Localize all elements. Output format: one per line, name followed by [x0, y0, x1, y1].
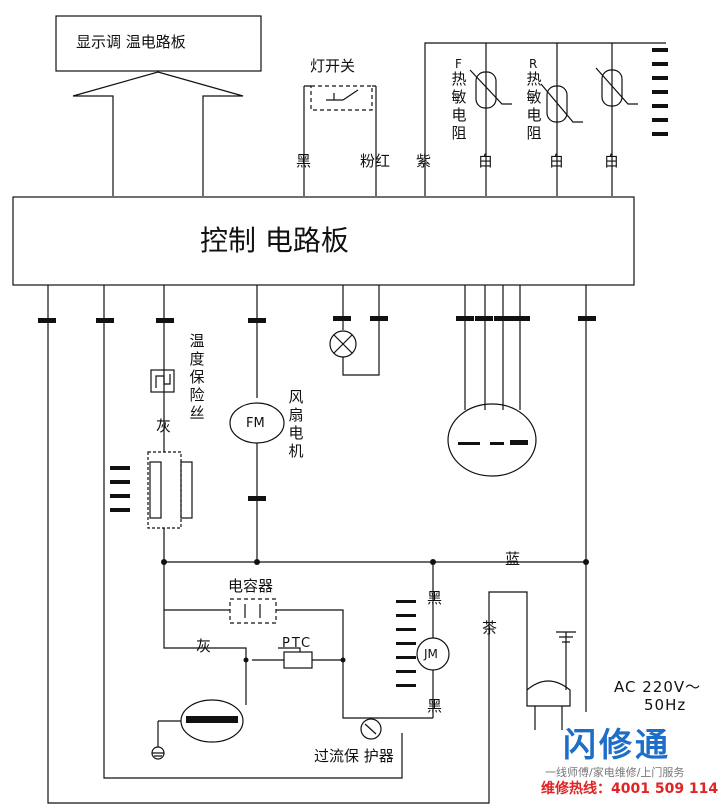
wire-purple-label: 紫	[416, 152, 432, 170]
r-thermistor-label: 热敏电阻	[526, 70, 542, 142]
capacitor-box	[229, 598, 277, 624]
watermark-tagline: 一线师傅/家电维修/上门服务	[545, 766, 685, 779]
main-board-box	[12, 196, 635, 286]
display-board-box	[55, 15, 262, 72]
wire-white-3-label: 白	[604, 152, 620, 170]
motor-group-circle	[447, 403, 537, 477]
watermark-brand: 闪修通	[563, 725, 671, 764]
wire-white-1-label: 白	[478, 152, 494, 170]
wire-black-1-label: 黑	[296, 152, 312, 170]
wire-white-2-label: 白	[549, 152, 565, 170]
display-board-label: 显示调 温电路板	[76, 33, 186, 51]
ptc-box	[283, 651, 313, 669]
light-switch-label: 灯开关	[310, 57, 356, 75]
main-board-label: 控制 电路板	[200, 224, 349, 257]
capacitor-label: 电容器	[228, 577, 274, 595]
overcurrent-circle	[360, 718, 382, 740]
signal-arrow	[72, 71, 244, 196]
fan-symbol: FM	[246, 416, 265, 431]
wire-gray-1-label: 灰	[156, 417, 172, 435]
wire-pink-red-label: 粉红	[360, 152, 391, 170]
wire-black-3-label: 黑	[427, 697, 443, 715]
wire-black-2-label: 黑	[427, 589, 443, 607]
plug-body	[526, 680, 571, 707]
r-thermistor-body	[546, 85, 568, 123]
fuse-box	[150, 369, 175, 393]
overcurrent-label: 过流保 护器	[314, 747, 394, 765]
ac-voltage-label: AC 220V～	[614, 678, 702, 696]
wire-gray-2-label: 灰	[196, 637, 212, 655]
wire-blue-label: 蓝	[505, 550, 521, 568]
temp-fuse-label: 温度保险丝	[189, 332, 205, 422]
jm-symbol: JM	[424, 647, 438, 661]
wire-tea-label: 茶	[482, 619, 498, 637]
fan-motor-label: 风扇电机	[288, 388, 304, 460]
watermark-hotline: 维修热线：4001 509 114	[541, 781, 719, 797]
ptc-label: PTC	[282, 636, 313, 651]
f-label: F	[455, 57, 462, 71]
f-thermistor-label: 热敏电阻	[451, 70, 467, 142]
light-switch-box	[310, 85, 373, 111]
r-label: R	[529, 57, 538, 71]
ac-frequency-label: 50Hz	[644, 696, 687, 714]
f-thermistor-body	[475, 71, 497, 109]
third-thermistor-body	[601, 69, 623, 107]
